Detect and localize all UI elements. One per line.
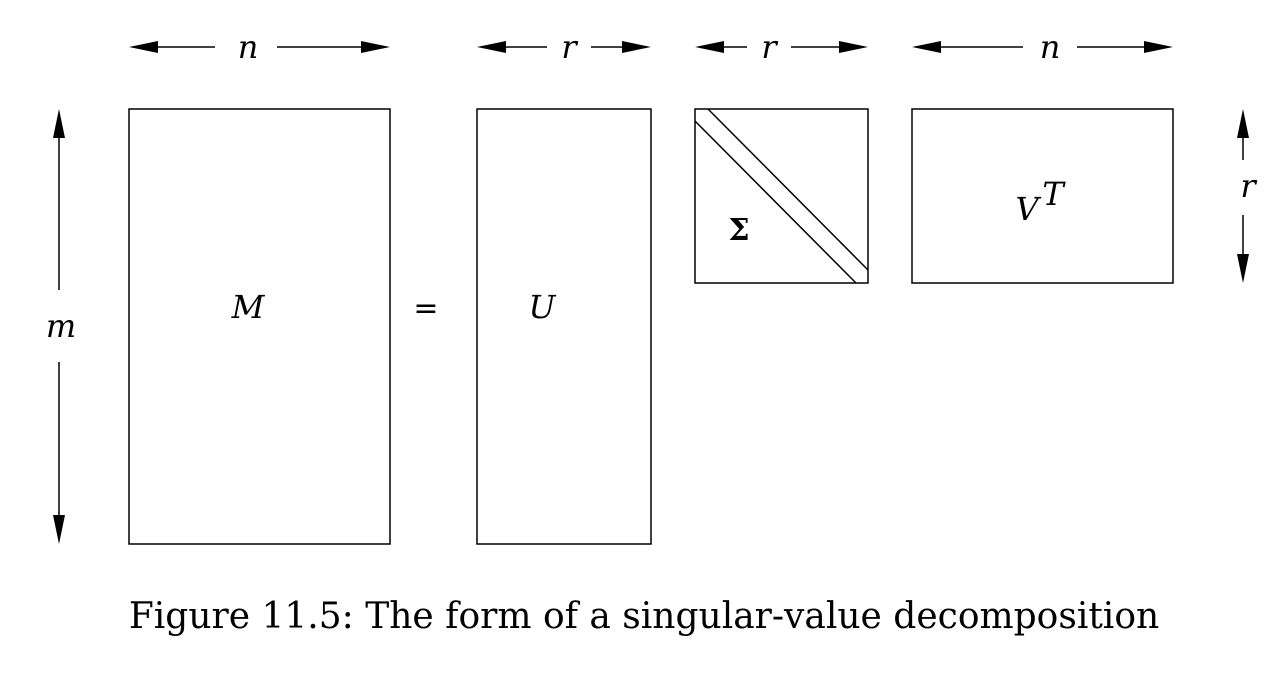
figure-caption: Figure 11.5: The form of a singular-valu… [128,596,1160,637]
label-r-sigma: r [761,28,778,66]
label-matrix-u: U [529,288,557,326]
label-r-u: r [561,28,578,66]
arrow-r-sigma [695,41,868,53]
label-matrix-m: M [231,288,266,326]
label-matrix-sigma: Σ [728,213,749,248]
equals-sign: = [413,291,438,326]
arrow-n-left [129,41,390,53]
arrow-r-right [1237,109,1249,283]
arrow-m [53,109,65,544]
sigma-diagonal-lower [694,120,857,284]
arrow-n-right [912,41,1173,53]
matrix-u-box [476,108,652,545]
matrix-vt-box [911,108,1174,284]
sigma-diagonal-upper [707,108,869,271]
label-m: m [46,307,76,345]
matrix-m-box [128,108,391,545]
arrow-r-u [477,41,651,53]
label-matrix-v-superscript: T [1042,175,1066,213]
label-matrix-v: V [1015,190,1041,228]
label-n-left: n [238,28,259,66]
matrix-sigma-box [694,108,869,284]
label-r-right: r [1240,167,1257,205]
label-n-right: n [1040,28,1061,66]
